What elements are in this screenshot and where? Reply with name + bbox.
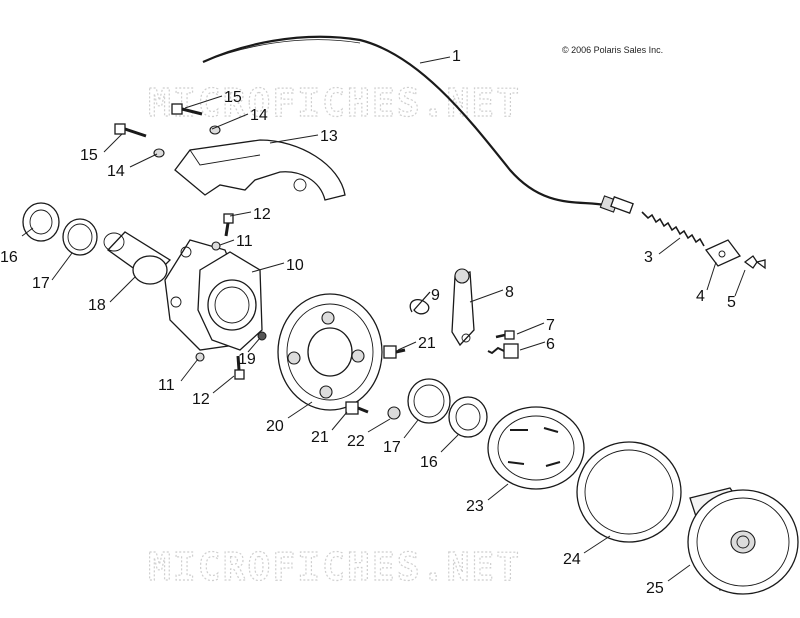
callout-8: 8 [505, 284, 514, 301]
watermark-bottom: MICROFICHES.NET [148, 545, 521, 589]
callout-18: 18 [88, 297, 106, 314]
callout-9: 9 [431, 287, 440, 304]
part-drum-ring [576, 441, 682, 543]
callout-14-left: 14 [107, 163, 125, 180]
part-seal-16-center [448, 396, 488, 438]
part-spring-clip [409, 291, 431, 315]
callout-5: 5 [727, 294, 736, 311]
callout-17-left: 17 [32, 275, 50, 292]
callout-15-top: 15 [224, 89, 242, 106]
part-carrier-plate [164, 239, 263, 351]
part-cam-6 [487, 343, 519, 359]
part-bolt-12-upper [223, 213, 234, 237]
callout-12-top: 12 [253, 206, 271, 223]
part-ring-17-center [407, 378, 451, 424]
part-seal-16-left [22, 202, 60, 242]
callout-7: 7 [546, 317, 555, 334]
part-bolt-12-lower [234, 355, 245, 380]
callout-16-center: 16 [420, 454, 438, 471]
callout-20: 20 [266, 418, 284, 435]
callout-13: 13 [320, 128, 338, 145]
part-spring [641, 211, 705, 247]
callout-19: 19 [238, 351, 256, 368]
callout-22: 22 [347, 433, 365, 450]
callout-12-lower: 12 [192, 391, 210, 408]
part-chain-guard [174, 139, 346, 201]
callout-6: 6 [546, 336, 555, 353]
part-cable [202, 35, 634, 214]
callout-11-top: 11 [236, 233, 253, 250]
part-nut-11-upper [211, 241, 221, 251]
part-plate [704, 239, 742, 267]
callout-21-upper: 21 [418, 335, 436, 352]
part-drum [687, 487, 799, 595]
callout-15-left: 15 [80, 147, 98, 164]
leader-lines [21, 56, 746, 582]
part-washer-14-a [209, 125, 221, 135]
callout-14-top: 14 [250, 107, 268, 124]
callout-23: 23 [466, 498, 484, 515]
part-bolt-7 [495, 330, 515, 340]
part-backing-plate [277, 293, 383, 411]
callout-17-center: 17 [383, 439, 401, 456]
part-nut-22 [387, 406, 401, 420]
callout-4: 4 [696, 288, 705, 305]
part-sleeve [103, 231, 172, 285]
callout-3: 3 [644, 249, 653, 266]
part-bolt-15-a [171, 103, 203, 116]
callout-24: 24 [563, 551, 581, 568]
callout-10: 10 [286, 257, 304, 274]
part-bolt-15-b [114, 123, 147, 138]
part-wing-nut [743, 255, 766, 270]
part-brake-shoes [487, 406, 585, 490]
watermark-top: MICROFICHES.NET [148, 81, 521, 125]
part-bolt-21-upper [383, 345, 406, 359]
callout-11-lower: 11 [158, 377, 175, 394]
callout-21-lower: 21 [311, 429, 329, 446]
part-bolt-21-lower [345, 401, 369, 415]
callout-1: 1 [452, 48, 461, 65]
part-brake-arm [451, 268, 475, 347]
callout-16-left: 16 [0, 249, 18, 266]
part-ring-17-left [62, 218, 98, 256]
part-washer-14-b [153, 148, 165, 158]
copyright-text: © 2006 Polaris Sales Inc. [562, 45, 663, 55]
callout-25: 25 [646, 580, 664, 597]
